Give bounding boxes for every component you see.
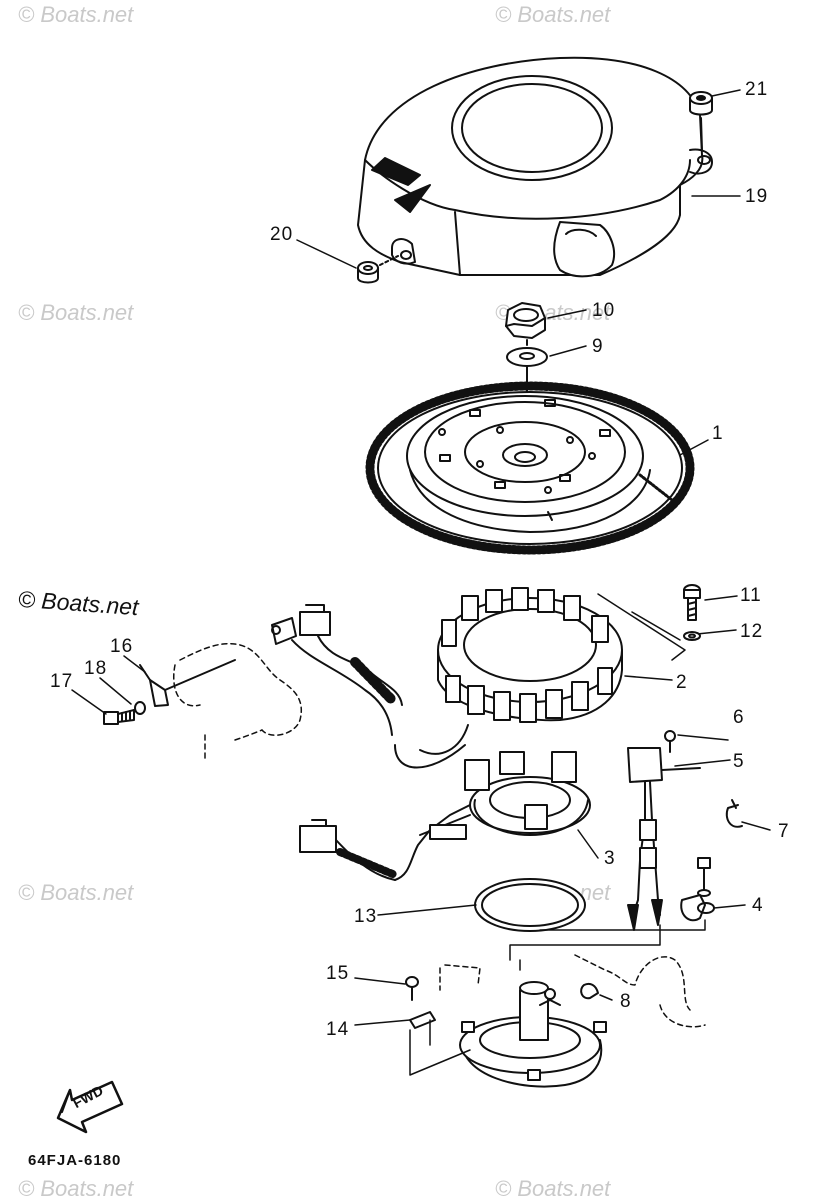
callout-19: 19: [745, 186, 769, 207]
callout-7: 7: [778, 821, 790, 842]
grommet-21: [689, 91, 713, 151]
leader-lines: [71, 89, 771, 1026]
ring-13: [474, 878, 586, 932]
engine-outline-right: [439, 954, 706, 1028]
flywheel-cover: [357, 56, 713, 278]
grommet-20: [357, 255, 399, 284]
watermark-bottom-left: © Boats.net: [18, 1176, 134, 1201]
stator: [394, 587, 623, 769]
clip-7: [725, 799, 743, 828]
fwd-arrow-icon: [56, 1080, 124, 1134]
diagram-code: 64FJA-6180: [28, 1152, 122, 1169]
flywheel: [365, 381, 695, 555]
callout-8: 8: [620, 991, 632, 1012]
flywheel-nut: [505, 302, 546, 339]
callout-18: 18: [84, 658, 108, 679]
pulser-coil: [299, 751, 591, 881]
screw-6: [664, 730, 676, 753]
flywheel-washer: [506, 347, 548, 367]
watermark-top-right: © Boats.net: [495, 2, 611, 27]
callout-6: 6: [733, 707, 745, 728]
callout-14: 14: [326, 1019, 350, 1040]
callout-15: 15: [326, 963, 350, 984]
callout-3: 3: [604, 848, 616, 869]
stator-harness: [271, 604, 403, 736]
bracket-16: [139, 659, 236, 707]
callout-2: 2: [676, 672, 688, 693]
callout-11: 11: [740, 585, 762, 606]
washer-18: [134, 701, 146, 715]
callout-13: 13: [354, 906, 378, 927]
callout-9: 9: [592, 336, 604, 357]
callout-16: 16: [110, 636, 134, 657]
callout-17: 17: [50, 671, 74, 692]
callout-20: 20: [270, 224, 294, 245]
watermark-top-left: © Boats.net: [18, 2, 134, 27]
screw-15: [405, 976, 419, 1001]
callout-1: 1: [712, 423, 724, 444]
clamp-4: [680, 857, 715, 922]
sensor-5: [627, 747, 701, 931]
callout-10: 10: [592, 300, 616, 321]
assembly-lines: [409, 919, 706, 1076]
callout-21: 21: [745, 79, 769, 100]
callout-12: 12: [740, 621, 764, 642]
base-assembly: [459, 981, 607, 1088]
callout-5: 5: [733, 751, 745, 772]
washer-12: [683, 631, 701, 641]
callout-4: 4: [752, 895, 764, 916]
watermark-mid-left: © Boats.net: [18, 300, 134, 325]
bolt-17: [103, 709, 135, 725]
bolt-11: [683, 584, 701, 621]
key-8: [580, 982, 599, 1000]
engine-outline-left: [173, 642, 302, 761]
watermark-low-left: © Boats.net: [18, 880, 134, 905]
watermark-bottom-right: © Boats.net: [495, 1176, 611, 1201]
bracket-14: [409, 1011, 436, 1029]
